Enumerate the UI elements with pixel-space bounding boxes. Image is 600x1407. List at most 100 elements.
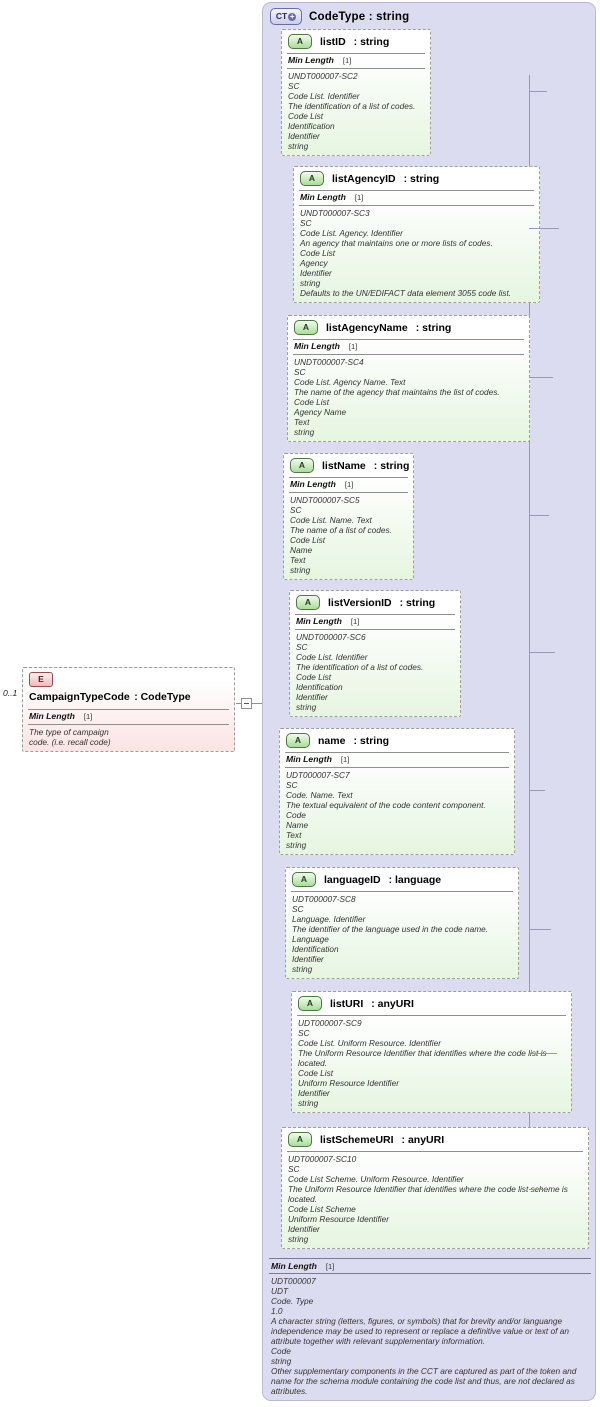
- doc-line: The Uniform Resource Identifier that ide…: [288, 1184, 568, 1205]
- doc-line: SC: [300, 218, 312, 229]
- tree-spine: [529, 75, 530, 1154]
- tree-stub: [529, 515, 549, 516]
- attribute-name: listID: [320, 35, 346, 48]
- doc-line: string: [298, 1098, 319, 1109]
- attribute-icon: A: [288, 34, 312, 49]
- doc-line: Code List: [288, 111, 324, 122]
- doc-line: Name: [290, 545, 313, 556]
- divider: [293, 339, 524, 340]
- attribute-facet-minlength: Min Length[1]: [282, 54, 430, 67]
- facet-name: Min Length: [296, 616, 342, 626]
- complextype-title: CodeType : string: [309, 10, 410, 23]
- doc-line: Language. Identifier: [292, 914, 366, 925]
- attribute-type: : language: [388, 873, 442, 886]
- tree-stub: [529, 790, 545, 791]
- doc-line: Identifier: [300, 268, 332, 279]
- doc-line: Code List Scheme: [288, 1204, 356, 1215]
- doc-line: UDT000007-SC9: [298, 1018, 362, 1028]
- attribute-icon: A: [294, 320, 318, 335]
- doc-line: Uniform Resource Identifier: [298, 1078, 399, 1089]
- doc-line: string: [292, 964, 313, 975]
- attribute-type: : anyURI: [371, 997, 414, 1010]
- doc-line: SC: [290, 505, 302, 516]
- doc-line: Agency: [300, 258, 328, 269]
- attribute-name: listAgencyName: [326, 321, 408, 334]
- attribute-facet-minlength: Min Length[1]: [294, 191, 539, 204]
- doc-line: SC: [286, 780, 298, 791]
- attribute-icon: A: [296, 595, 320, 610]
- complextype-badge-label: CT: [275, 11, 288, 22]
- divider: [289, 492, 408, 493]
- divider: [295, 629, 455, 630]
- doc-line: Identifier: [292, 954, 324, 965]
- complextype-icon: CT+: [270, 8, 302, 25]
- doc-line: string: [296, 702, 317, 713]
- doc-line: Agency Name: [294, 407, 347, 418]
- divider: [285, 752, 509, 753]
- attribute-type: : string: [399, 596, 436, 609]
- doc-line: Code List: [300, 248, 336, 259]
- doc-line: Code. Name. Text: [286, 790, 353, 801]
- attribute-icon: A: [292, 872, 316, 887]
- element-name: CampaignTypeCode: [29, 691, 130, 703]
- expand-collapse-toggle[interactable]: [241, 698, 252, 709]
- divider: [295, 614, 455, 615]
- doc-line: A character string (letters, figures, or…: [271, 1316, 569, 1347]
- doc-line: The textual equivalent of the code conte…: [286, 800, 486, 811]
- facet-value: [1]: [342, 56, 352, 65]
- divider: [289, 477, 408, 478]
- attribute-type: : string: [415, 321, 452, 334]
- attribute-type: : string: [373, 459, 410, 472]
- doc-line: string: [286, 840, 307, 851]
- doc-line: string: [290, 565, 311, 576]
- tree-stub: [529, 1053, 557, 1054]
- attribute-name: listSchemeURI: [320, 1133, 394, 1146]
- element-box-campaigntypecode[interactable]: E CampaignTypeCode : CodeType Min Length…: [22, 667, 235, 753]
- facet-name: Min Length: [290, 479, 336, 489]
- divider: [28, 709, 229, 710]
- doc-line: Code List: [294, 397, 330, 408]
- complextype-header: CT+ CodeType : string: [270, 8, 409, 25]
- facet-value: [1]: [354, 193, 364, 202]
- attribute-icon: A: [300, 171, 324, 186]
- doc-line: SC: [294, 367, 306, 378]
- facet-value: [1]: [340, 755, 350, 764]
- attribute-type: : anyURI: [401, 1133, 445, 1146]
- doc-line: Code: [286, 810, 306, 821]
- divider: [269, 1258, 591, 1259]
- doc-line: string: [288, 1234, 309, 1245]
- doc-line: UNDT000007-SC6: [296, 632, 366, 642]
- doc-line: Code List: [298, 1068, 334, 1079]
- divider: [285, 767, 509, 768]
- tree-stub: [529, 377, 553, 378]
- doc-line: 1.0: [271, 1306, 283, 1317]
- plus-icon: +: [288, 11, 297, 21]
- doc-line: string: [271, 1356, 292, 1367]
- doc-line: UNDT000007-SC5: [290, 495, 360, 505]
- connector-line-right: [252, 703, 263, 704]
- attribute-icon: A: [288, 1132, 312, 1147]
- tree-stub: [529, 929, 551, 930]
- doc-line: UDT000007-SC8: [292, 894, 356, 904]
- doc-line: SC: [288, 81, 300, 92]
- tree-stub: [529, 91, 547, 92]
